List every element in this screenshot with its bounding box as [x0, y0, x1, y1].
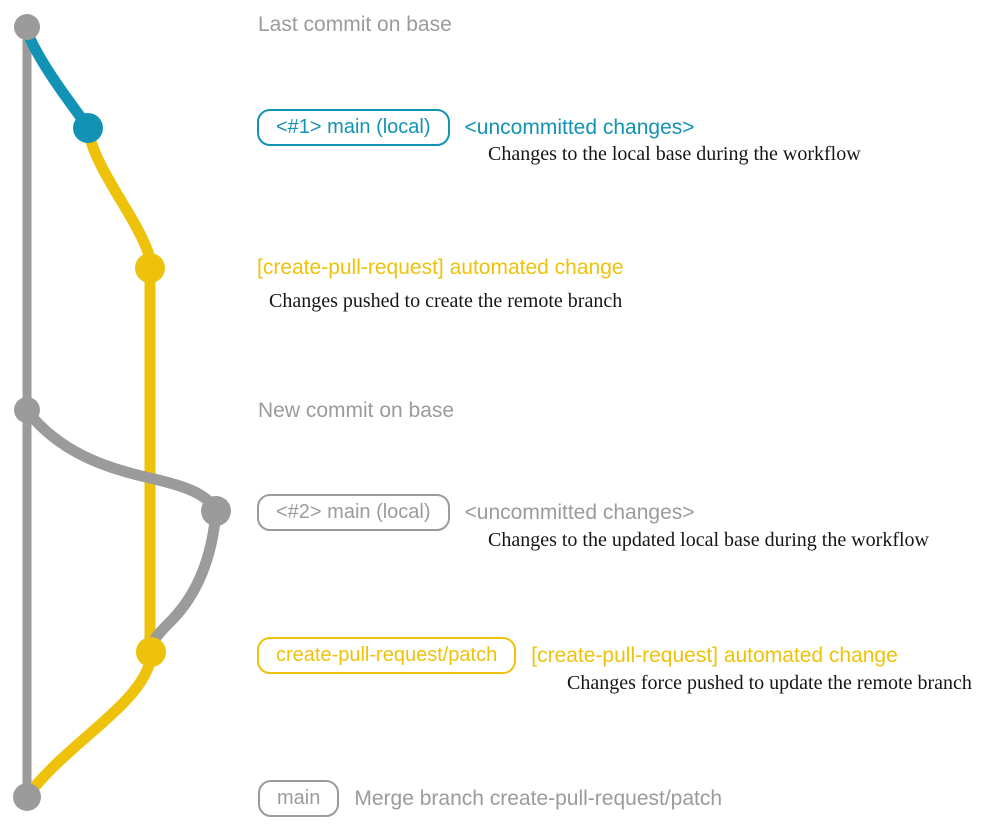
caption-updated-local-base-changes: Changes to the updated local base during… [488, 529, 929, 551]
commit-node-main-local-1 [73, 113, 103, 143]
note-new-commit-on-base: New commit on base [258, 399, 455, 422]
merge-edge [26, 646, 156, 796]
create-pull-request-branch-line [82, 124, 156, 658]
note-last-commit-on-base: Last commit on base [258, 13, 452, 36]
commit-node-new-base [14, 397, 40, 423]
commit-node-automated-change-2 [136, 637, 166, 667]
commit-node-last-base [14, 14, 40, 40]
caption-local-base-changes: Changes to the local base during the wor… [488, 143, 861, 165]
commit-message-merge: Merge branch create-pull-request/patch [354, 786, 723, 810]
commit-message-automated-change-2: [create-pull-request] automated change [531, 643, 898, 667]
git-graph [13, 14, 231, 811]
commit-node-merge [13, 783, 41, 811]
commit-message-automated-change-1: [create-pull-request] automated change [257, 256, 624, 279]
branch-badge-main-local-2: <#2> main (local) [257, 494, 450, 531]
commit-row-main-local-2: <#2> main (local) <uncommitted changes> [257, 494, 695, 531]
branch-badge-main: main [258, 780, 340, 817]
commit-node-automated-change-1 [135, 253, 165, 283]
caption-push-create-remote: Changes pushed to create the remote bran… [269, 290, 623, 312]
local-main-1-edge [21, 26, 94, 133]
commit-node-main-local-2 [201, 496, 231, 526]
commit-row-patch-branch: create-pull-request/patch [create-pull-r… [257, 637, 898, 674]
caption-force-push-remote: Changes force pushed to update the remot… [567, 672, 972, 694]
branch-badge-create-pull-request-patch: create-pull-request/patch [257, 637, 517, 674]
branch-badge-main-local-1: <#1> main (local) [257, 109, 450, 146]
local-main-2-edge [22, 406, 222, 656]
commit-row-merge: main Merge branch create-pull-request/pa… [258, 780, 722, 817]
commit-message-uncommitted-1: <uncommitted changes> [464, 115, 695, 139]
commit-row-main-local-1: <#1> main (local) <uncommitted changes> [257, 109, 695, 146]
commit-message-uncommitted-2: <uncommitted changes> [464, 500, 695, 524]
